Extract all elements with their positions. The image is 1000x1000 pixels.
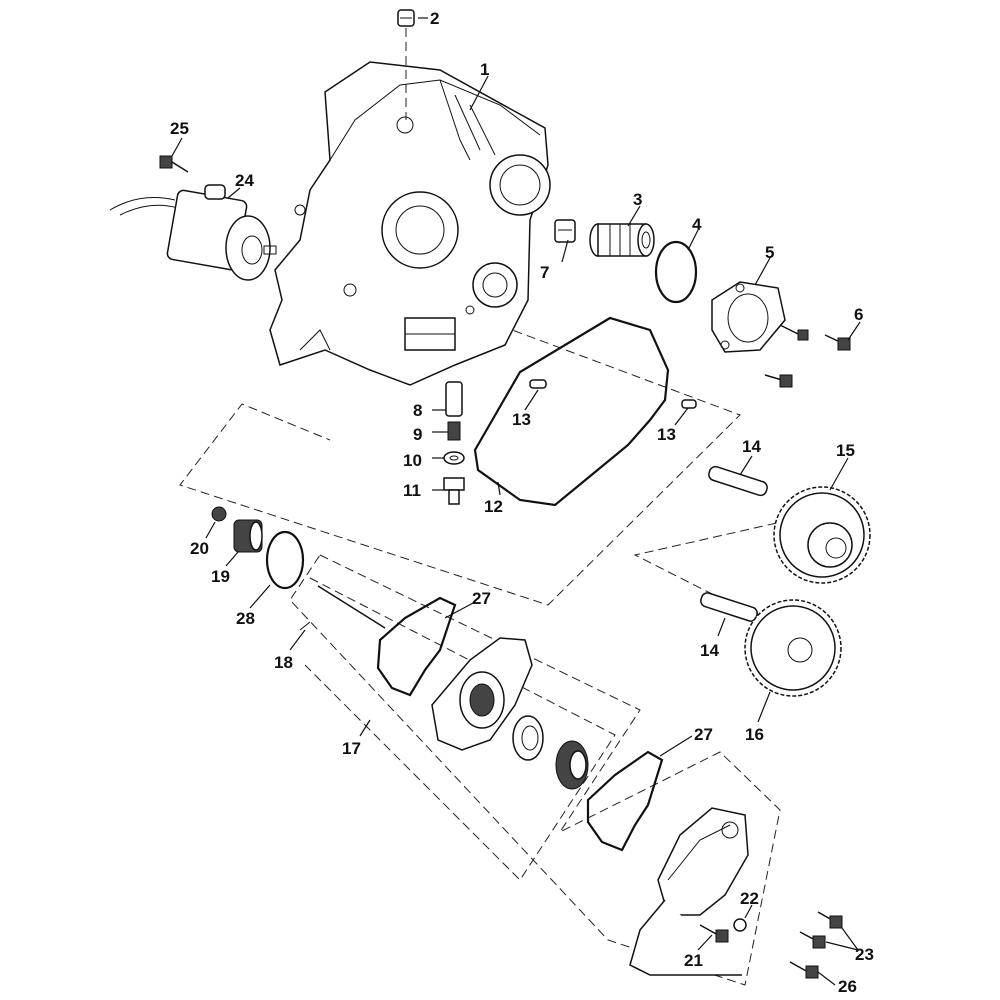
group-outline-gear-shaft [633,519,791,599]
callout-24: 24 [235,171,254,190]
starter-motor-part-24 [109,184,277,281]
pump-gasket-part-27-a [376,596,457,697]
dowel-pin-part-13-a [529,379,547,389]
callout-27-a: 27 [472,589,491,608]
shaft-part-14-a [708,465,768,497]
pipe-part-8 [445,381,463,417]
cover-gasket-part-12 [473,316,670,507]
callout-2: 2 [430,9,439,28]
pump-housing-part [431,637,533,751]
gear-part-16 [744,599,842,697]
callout-16: 16 [745,725,764,744]
callout-14-b: 14 [700,641,719,660]
bolt-part-25 [159,155,189,173]
callout-26: 26 [838,977,857,996]
o-ring-part-4 [654,240,698,304]
callout-14-a: 14 [742,437,761,456]
callout-21: 21 [684,951,703,970]
washer-part-22 [733,918,747,932]
callout-6: 6 [854,305,863,324]
hose-part [629,899,742,976]
callout-13-b: 13 [657,425,676,444]
pump-gasket-part-27-b [586,750,664,852]
group-outline-pump-inner [304,577,616,881]
plug-part-2 [397,9,415,120]
callout-10: 10 [403,451,422,470]
leader-lines [171,17,861,986]
callout-13-a: 13 [512,410,531,429]
callout-12: 12 [484,497,503,516]
callout-22: 22 [740,889,759,908]
group-outline-water-pump [289,554,781,986]
pinion-gear-part-19 [233,519,263,553]
crankcase-part [269,61,551,386]
callout-8: 8 [413,401,422,420]
callout-3: 3 [633,190,642,209]
nut-part-20 [211,506,227,522]
callout-19: 19 [211,567,230,586]
callout-17: 17 [342,739,361,758]
callout-23: 23 [855,945,874,964]
bolt-part-6-c [764,374,793,388]
callout-7: 7 [540,263,549,282]
gear-part-15 [773,486,871,584]
group-outline-crankcase-cover [179,261,741,606]
callout-15: 15 [836,441,855,460]
callout-25: 25 [170,119,189,138]
callout-1: 1 [480,60,489,79]
seal-part [512,715,544,761]
sensor-part-7 [554,219,576,243]
washer-part-10 [443,451,465,465]
pump-shaft-part-18 [299,585,386,631]
callout-18: 18 [274,653,293,672]
bolt-part-6-b [824,334,851,351]
spring-part-9 [447,421,461,441]
callout-20: 20 [190,539,209,558]
plug-bolt-part-11 [443,477,465,505]
pump-cover-part [657,807,749,916]
bolt-part-6-a [779,324,809,341]
bolt-part-26 [789,961,819,979]
bolt-part-23-b [799,931,826,949]
bolt-part-21 [699,924,729,943]
callout-27-b: 27 [694,725,713,744]
roller-bearing-part-3 [589,223,655,257]
callout-9: 9 [413,425,422,444]
callout-28: 28 [236,609,255,628]
callout-5: 5 [765,243,774,262]
o-ring-part-28 [265,530,305,590]
callout-11: 11 [403,481,421,500]
bolt-part-23-a [817,911,843,929]
shaft-part-14-b [700,592,758,622]
callout-4: 4 [692,215,702,234]
bearing-cover-part-5 [711,281,786,353]
impeller-part [555,740,589,790]
dowel-pin-part-13-b [681,399,697,409]
